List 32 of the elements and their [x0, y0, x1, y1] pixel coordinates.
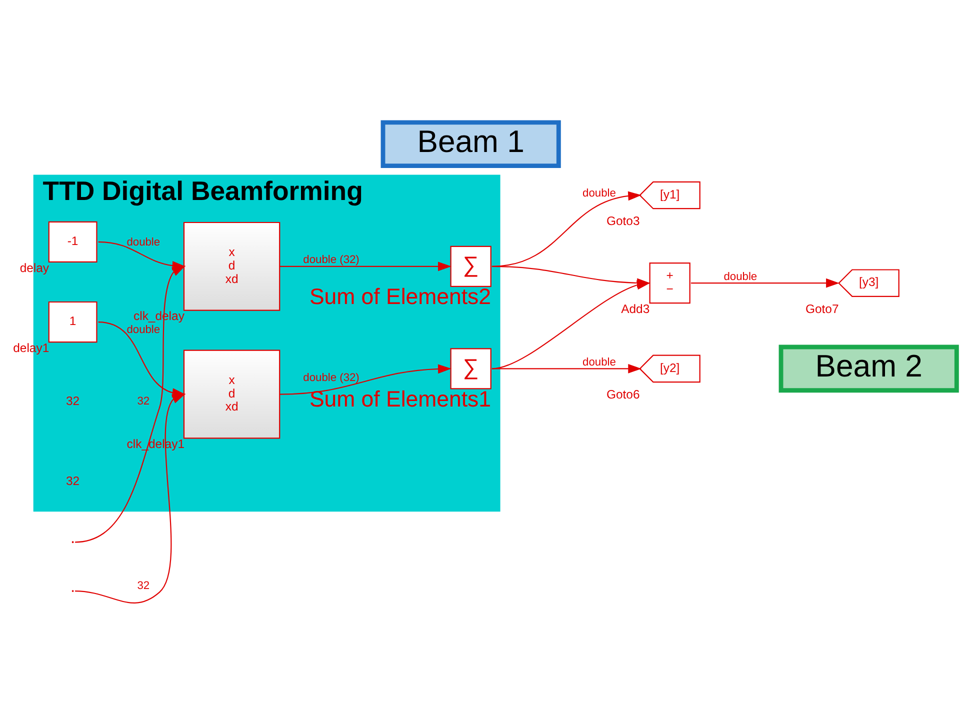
- arrow: [492, 190, 642, 266]
- node-box: + −: [649, 262, 690, 304]
- node-box: -1: [48, 220, 98, 262]
- node-box: ∑: [450, 348, 492, 389]
- node-box: Beam 2: [778, 344, 959, 392]
- edge-label: double: [724, 270, 758, 282]
- label: 32: [66, 394, 80, 408]
- edge-label: double: [582, 356, 616, 368]
- edge-label: 32: [137, 394, 150, 407]
- arrow: [492, 364, 642, 373]
- node-label: Add3: [621, 301, 650, 316]
- edge-label: double (32): [303, 371, 360, 384]
- node-box: Beam 1: [380, 120, 561, 168]
- edge-label: double (32): [303, 254, 360, 266]
- node-label: Goto7: [805, 301, 839, 316]
- edge-label: 32: [137, 579, 150, 592]
- node-label: Goto6: [606, 387, 640, 401]
- node-box: ∑: [450, 245, 492, 286]
- edge-label: double: [126, 236, 160, 248]
- node-box: x d xd: [183, 349, 280, 438]
- node-label: Sum of Elements1: [309, 386, 491, 412]
- arrow: [280, 364, 452, 394]
- label: 32: [66, 474, 80, 488]
- arrow: [280, 261, 452, 271]
- edge-label: double: [582, 186, 616, 199]
- node-box: 1: [48, 300, 98, 342]
- node-label: Sum of Elements2: [309, 284, 491, 309]
- edge-label: double: [126, 324, 160, 336]
- arrow: [690, 278, 840, 288]
- arrow: [492, 280, 650, 369]
- node-box: x d xd: [183, 221, 280, 310]
- node-label: Goto3: [606, 214, 640, 228]
